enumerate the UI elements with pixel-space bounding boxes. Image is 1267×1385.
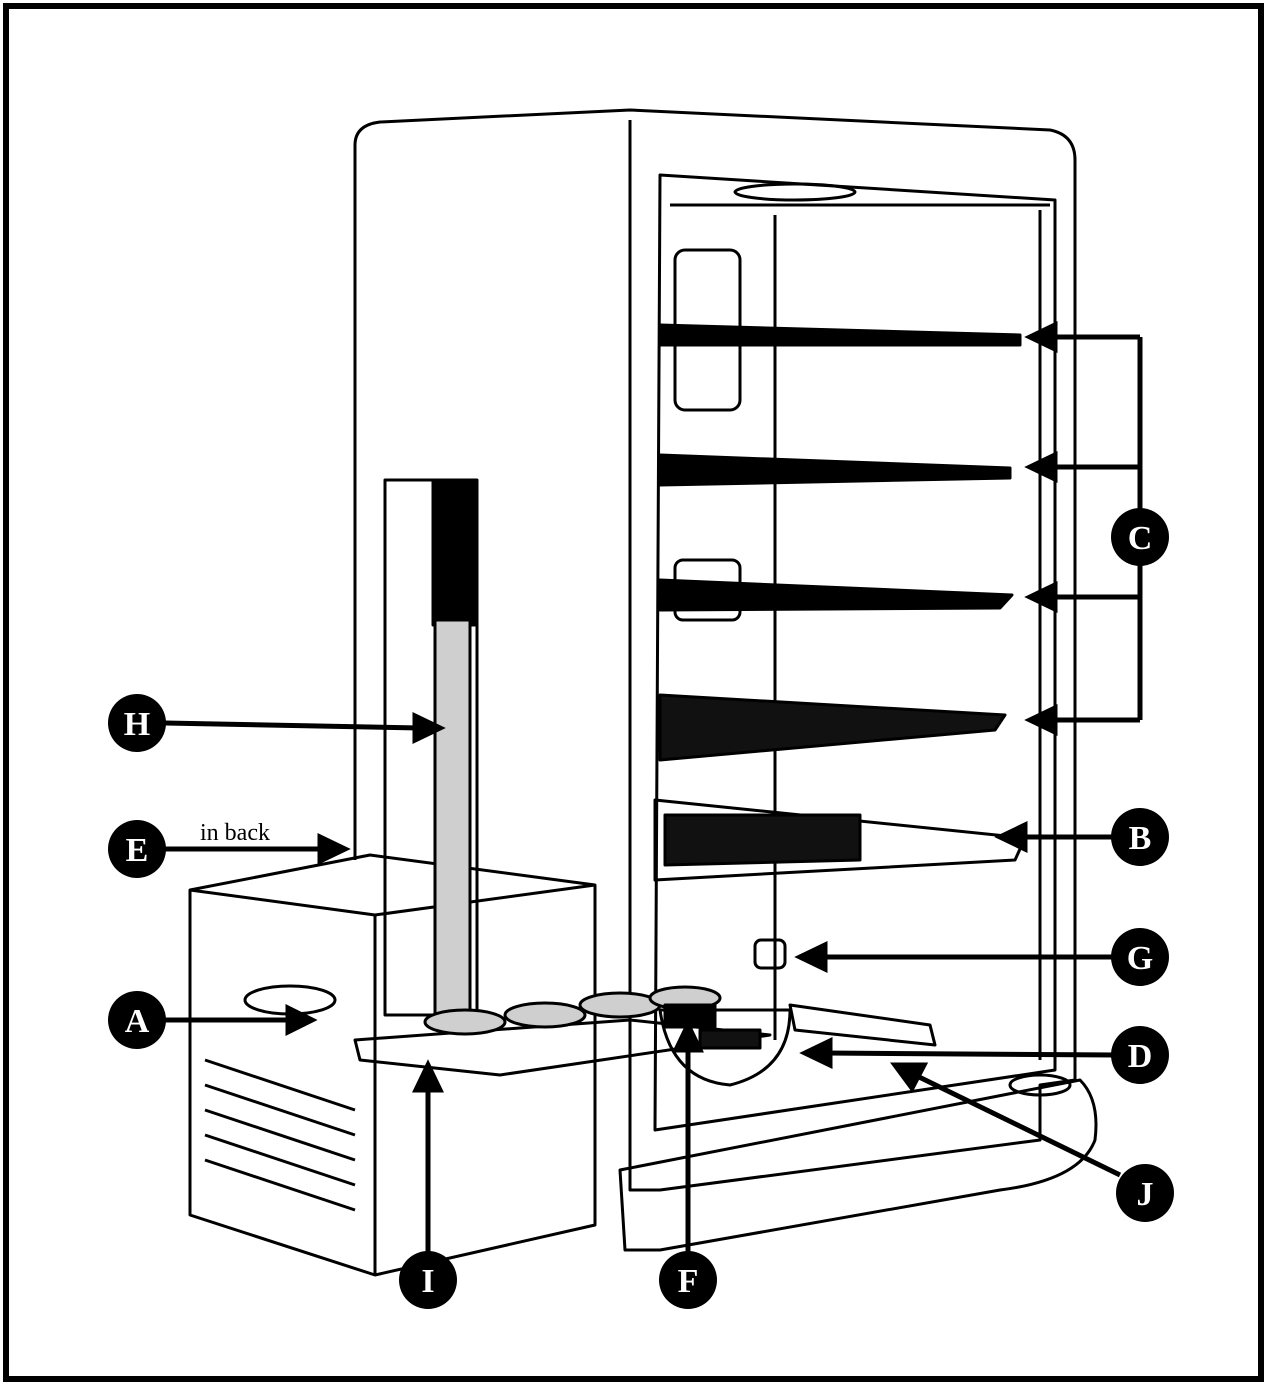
column-track (431, 478, 477, 627)
svg-text:I: I (421, 1263, 434, 1300)
transfer-tray (353, 1018, 772, 1077)
callout-j: J (1116, 1164, 1174, 1222)
rack-b-pattern (663, 813, 862, 867)
rack-1 (658, 323, 1022, 347)
callout-c: C (1111, 508, 1169, 566)
top-vent (733, 182, 857, 202)
svg-text:G: G (1127, 940, 1153, 977)
drip-tray-j (788, 1003, 937, 1047)
svg-text:J: J (1137, 1176, 1154, 1213)
callout-b: B (1111, 808, 1169, 866)
svg-text:E: E (126, 832, 149, 869)
svg-text:A: A (125, 1003, 150, 1040)
base-knob (1008, 1073, 1072, 1097)
in-back-note: in back (200, 820, 270, 846)
svg-text:D: D (1128, 1038, 1153, 1075)
bowl-d (658, 1008, 792, 1087)
svg-text:C: C (1128, 520, 1153, 557)
column-stack (433, 618, 472, 1017)
base-front (618, 1078, 1098, 1252)
callout-f: F (659, 1251, 717, 1309)
diagram-border (3, 3, 1264, 1382)
svg-text:F: F (678, 1263, 699, 1300)
callout-i: I (399, 1251, 457, 1309)
callout-g: G (1111, 928, 1169, 986)
steam-nozzle-g (753, 938, 787, 970)
left-module-body (188, 853, 597, 1277)
callout-h: H (108, 694, 166, 752)
cabinet-outline (353, 108, 1077, 1192)
rack-2 (658, 453, 1012, 487)
svg-text:B: B (1129, 820, 1152, 857)
grill-block (698, 1028, 762, 1050)
vent-slats (204, 1058, 356, 1212)
rack-4 (658, 693, 1007, 762)
svg-text:H: H (124, 706, 150, 743)
callout-badges: H E A I F C B G (108, 508, 1174, 1309)
callout-e: E (108, 820, 166, 878)
callout-d: D (1111, 1026, 1169, 1084)
oven-opening (653, 173, 1057, 1132)
rack-b (653, 798, 1027, 882)
callout-a: A (108, 991, 166, 1049)
appliance-drawing (188, 108, 1098, 1277)
rack-3 (658, 578, 1014, 612)
